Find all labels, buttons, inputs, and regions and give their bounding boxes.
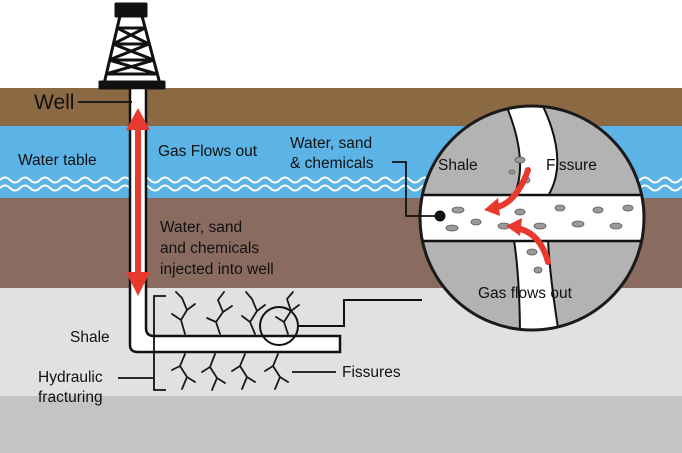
label-gas-flows-out: Gas Flows out xyxy=(158,143,258,160)
label-leaders xyxy=(78,101,336,373)
label-inset-gas-flows-out: Gas flows out xyxy=(478,285,573,302)
label-inset-fissure: Fissure xyxy=(546,157,597,174)
crack-upper-3 xyxy=(241,291,266,335)
crack-upper-1 xyxy=(171,291,196,335)
crack-lower-1 xyxy=(171,353,196,390)
inset-wsc-pointer xyxy=(392,161,446,222)
hydraulic-bracket xyxy=(118,295,166,391)
label-injected-3: injected into well xyxy=(160,261,274,278)
label-water-table: Water table xyxy=(18,152,97,169)
drilling-rig-icon xyxy=(98,2,166,90)
label-well: Well xyxy=(34,91,74,114)
crack-upper-4 xyxy=(275,291,300,335)
flow-arrow xyxy=(126,108,150,296)
zoom-leader xyxy=(298,299,422,327)
well-pipe xyxy=(128,86,342,354)
inset-outline xyxy=(418,104,646,332)
inset-view xyxy=(392,104,646,332)
label-hydraulic: Hydraulic xyxy=(38,369,103,386)
label-shale: Shale xyxy=(70,329,110,346)
label-fissures: Fissures xyxy=(342,364,401,381)
label-injected-1: Water, sand xyxy=(160,219,242,236)
bedrock-layer xyxy=(0,396,682,453)
crack-upper-2 xyxy=(206,291,233,335)
fracture-cracks xyxy=(171,291,300,391)
crack-lower-2 xyxy=(201,353,226,391)
crack-lower-4 xyxy=(264,353,289,390)
label-inset-shale: Shale xyxy=(438,157,478,174)
label-inset-wsc-2: & chemicals xyxy=(290,155,374,172)
label-injected-2: and chemicals xyxy=(160,240,259,257)
zoom-indicator xyxy=(259,299,422,346)
label-fracturing: fracturing xyxy=(38,389,103,406)
label-inset-wsc-1: Water, sand xyxy=(290,135,372,152)
crack-lower-3 xyxy=(231,353,256,390)
